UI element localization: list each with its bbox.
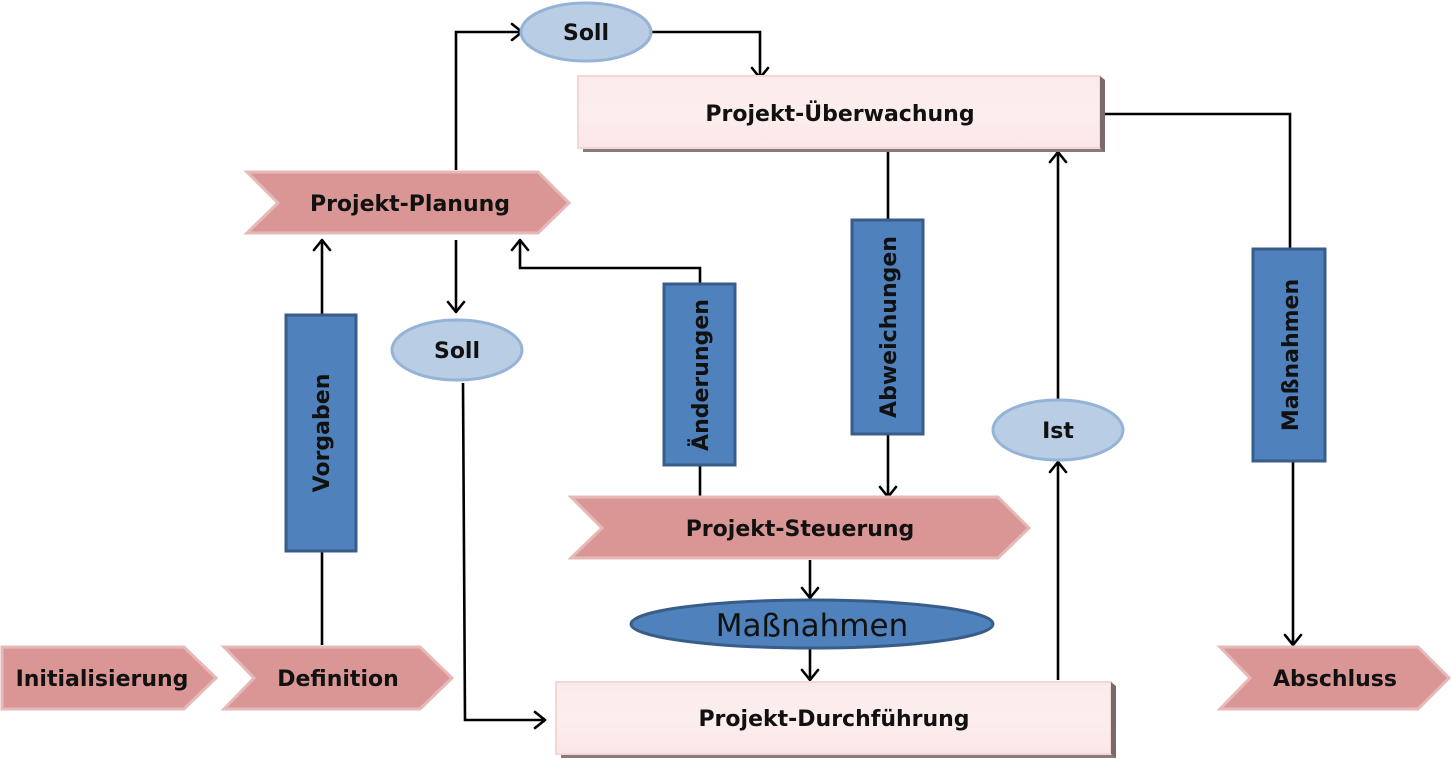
connector-steuerung-to-massnahmen [800,560,820,600]
connector-ueberwachung-to-abschluss [1103,112,1303,647]
connector-ist-to-ueberwachung [1048,150,1068,400]
phase-projekt-steuerung-label: Projekt-Steuerung [686,517,915,542]
ellipse-soll-mid-label: Soll [434,339,480,364]
phase-abschluss[interactable]: Abschluss [1216,645,1451,711]
ellipse-ist[interactable]: Ist [991,398,1125,462]
bar-abweichungen-label: Abweichungen [877,236,902,418]
box-projekt-durchfuehrung-label: Projekt-Durchführung [698,707,969,732]
connector-massnahmen-to-durchfuehrung [800,645,820,682]
ellipse-ist-label: Ist [1042,419,1074,444]
phase-definition[interactable]: Definition [220,645,455,711]
connector-soll-mid-to-durchfuehrung [461,382,547,730]
phase-definition-label: Definition [277,667,399,692]
bar-massnahmen-right[interactable]: Maßnahmen [1251,247,1327,463]
ellipse-soll-top[interactable]: Soll [519,1,653,63]
connector-planung-to-soll-top [454,22,524,170]
bar-aenderungen-label: Änderungen [688,299,714,451]
ellipse-massnahmen-center-label: Maßnahmen [716,608,908,644]
box-projekt-durchfuehrung[interactable]: Projekt-Durchführung [555,681,1116,758]
connector-definition-to-planung [312,238,332,645]
connector-durchfuehrung-to-ist [1048,460,1068,680]
phase-abschluss-label: Abschluss [1273,667,1397,692]
connector-soll-top-to-ueberwachung [652,30,770,80]
bar-aenderungen[interactable]: Änderungen [662,282,737,467]
bar-vorgaben[interactable]: Vorgaben [284,313,358,553]
ellipse-soll-top-label: Soll [563,21,609,46]
phase-initialisierung-label: Initialisierung [16,667,189,692]
bar-abweichungen[interactable]: Abweichungen [850,218,925,436]
phase-initialisierung[interactable]: Initialisierung [0,645,219,711]
bar-vorgaben-label: Vorgaben [310,374,335,493]
ellipse-massnahmen-center[interactable]: Maßnahmen [629,598,995,650]
box-projekt-ueberwachung-label: Projekt-Überwachung [705,101,974,127]
box-projekt-ueberwachung[interactable]: Projekt-Überwachung [577,75,1105,152]
ellipse-soll-mid[interactable]: Soll [390,318,524,382]
connector-planung-to-soll-mid [446,240,466,314]
bar-massnahmen-right-label: Maßnahmen [1279,279,1304,431]
phase-projekt-planung[interactable]: Projekt-Planung [243,170,572,235]
phase-projekt-steuerung[interactable]: Projekt-Steuerung [567,495,1032,560]
connector-steuerung-to-planung [510,238,702,497]
phase-projekt-planung-label: Projekt-Planung [310,192,510,217]
